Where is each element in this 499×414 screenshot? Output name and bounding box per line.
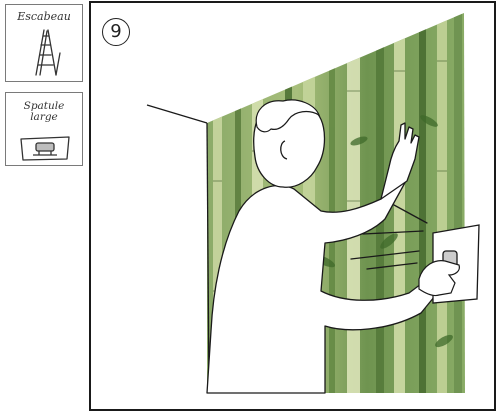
ladder-icon	[26, 27, 66, 77]
tool-card-ladder: Escabeau	[5, 4, 83, 82]
tool-label: Spatule large	[6, 101, 82, 123]
step-number-badge: 9	[102, 18, 130, 46]
wallpaper-scene	[89, 1, 496, 411]
wide-spatula-icon	[19, 133, 71, 161]
tool-card-spatula: Spatule large	[5, 92, 83, 166]
tool-label: Escabeau	[6, 11, 82, 22]
